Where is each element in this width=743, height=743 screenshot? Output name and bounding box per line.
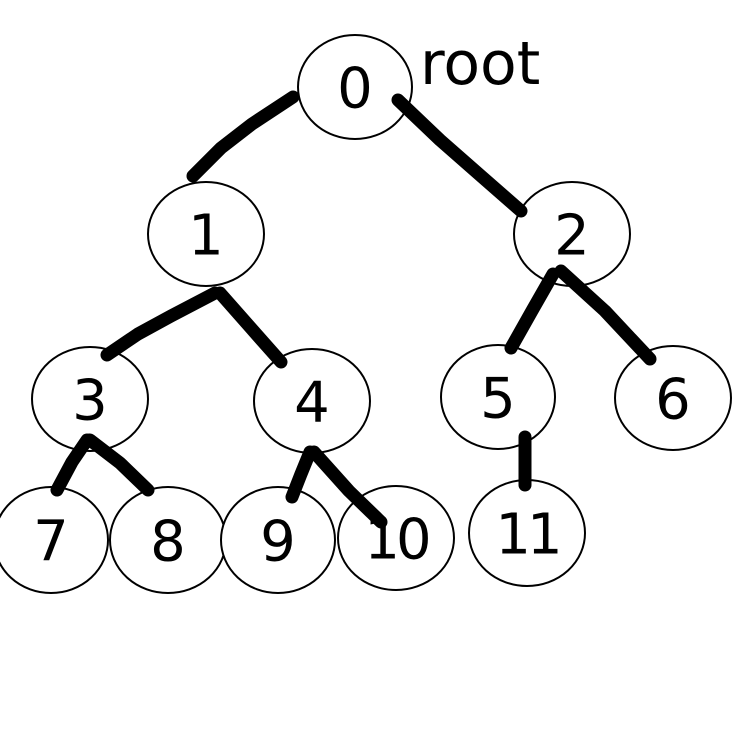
node-label-4: 4 <box>294 371 330 436</box>
edge-2-5 <box>504 267 560 355</box>
edge-1-3 <box>100 286 222 362</box>
tree-node-3: 3 <box>31 346 149 452</box>
edge-0-2 <box>391 93 528 218</box>
node-circle-6 <box>614 345 732 451</box>
edge-4-10 <box>307 445 388 529</box>
tree-node-11: 11 <box>468 479 586 587</box>
edges-layer <box>50 90 657 529</box>
root-label: root <box>420 29 540 99</box>
node-label-2: 2 <box>554 204 590 269</box>
tree-node-4: 4 <box>253 348 371 454</box>
edge-3-7 <box>50 433 94 497</box>
edge-1-4 <box>213 286 288 369</box>
tree-node-2: 2 <box>513 181 631 287</box>
node-label-8: 8 <box>150 510 186 575</box>
node-circle-0 <box>297 34 413 140</box>
node-label-7: 7 <box>33 510 69 575</box>
tree-node-1: 1 <box>147 181 265 287</box>
tree-node-6: 6 <box>614 345 732 451</box>
node-circle-5 <box>440 344 556 450</box>
edge-0-1 <box>186 90 300 183</box>
edge-3-8 <box>83 433 155 497</box>
tree-node-0: 0 <box>297 34 413 140</box>
node-label-5: 5 <box>480 367 516 432</box>
node-circle-1 <box>147 181 265 287</box>
node-label-1: 1 <box>188 204 224 269</box>
tree-node-7: 7 <box>0 486 109 594</box>
tree-node-8: 8 <box>109 486 227 594</box>
node-circle-3 <box>31 346 149 452</box>
edge-4-9 <box>285 445 317 504</box>
node-label-3: 3 <box>72 369 108 434</box>
node-label-9: 9 <box>260 510 296 575</box>
tree-node-9: 9 <box>220 486 336 594</box>
node-label-0: 0 <box>337 57 373 122</box>
node-label-6: 6 <box>655 368 691 433</box>
edge-2-6 <box>554 264 657 366</box>
tree-node-5: 5 <box>440 344 556 450</box>
node-circle-7 <box>0 486 109 594</box>
node-circle-9 <box>220 486 336 594</box>
node-label-11: 11 <box>495 503 558 568</box>
